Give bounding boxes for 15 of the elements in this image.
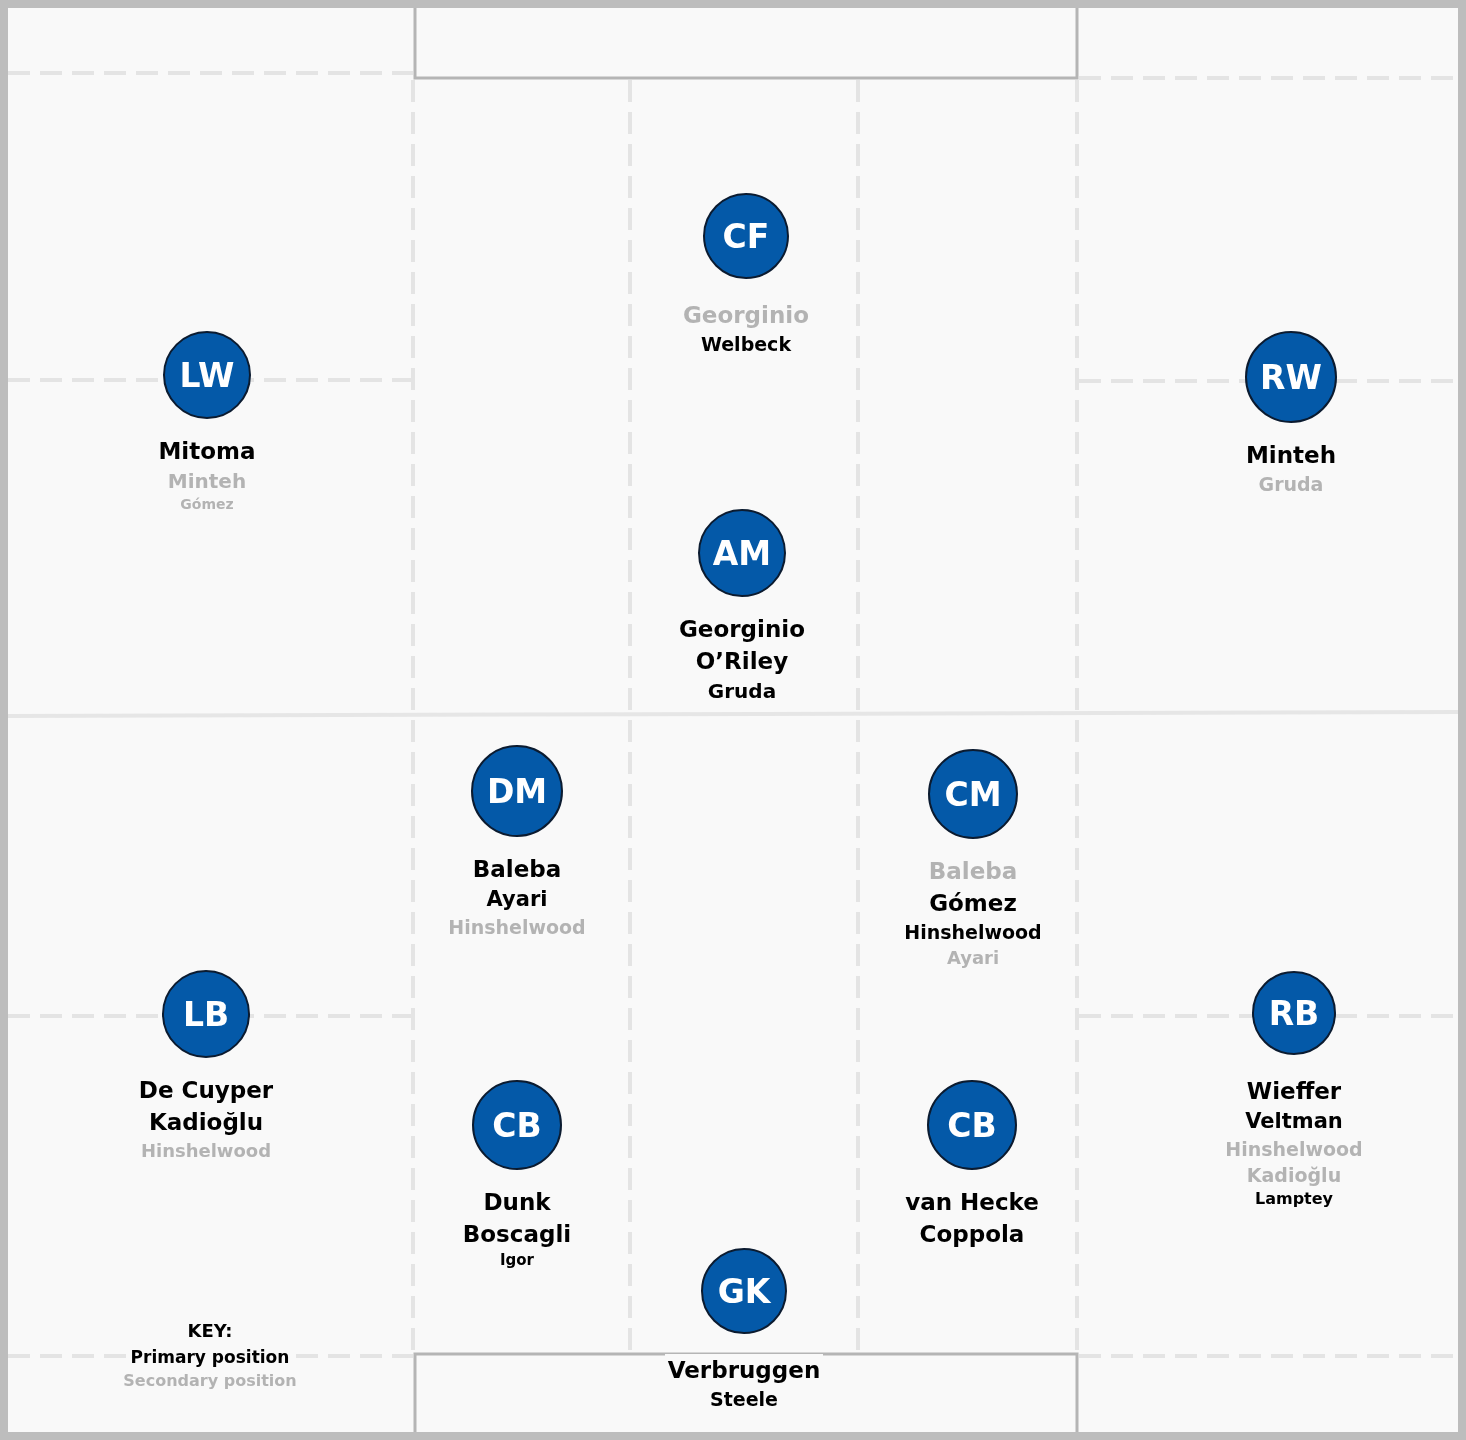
position-badge: RB — [1252, 971, 1336, 1055]
position-badge: GK — [701, 1248, 787, 1334]
position-badge: RW — [1245, 331, 1337, 423]
legend-entry: Primary position — [130, 1347, 290, 1367]
position-badge: CB — [927, 1080, 1017, 1170]
position-badge: DM — [471, 745, 563, 837]
position-badge: CM — [928, 749, 1018, 839]
legend-entry: Secondary position — [123, 1371, 297, 1390]
position-badge: CB — [472, 1080, 562, 1170]
position-badge: LW — [163, 331, 251, 419]
player-name: Verbruggen — [664, 1354, 824, 1386]
position-badge: CF — [703, 193, 789, 279]
position-badge: AM — [698, 509, 786, 597]
key-heading: KEY: — [187, 1320, 233, 1341]
position-badge: LB — [162, 970, 250, 1058]
